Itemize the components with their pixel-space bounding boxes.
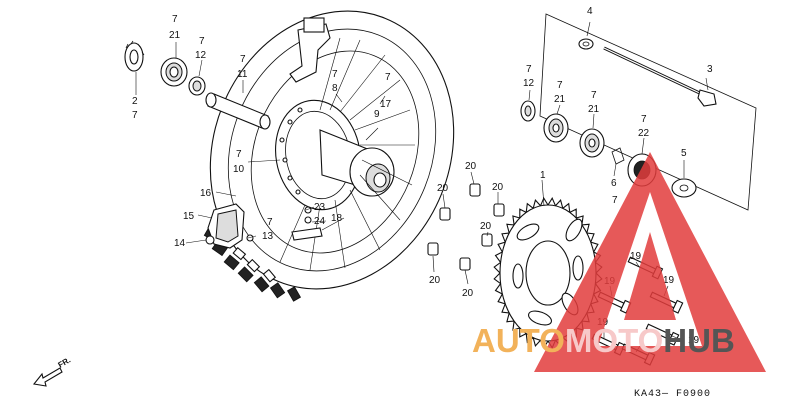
callout: 19 bbox=[630, 251, 642, 262]
callout: 24 bbox=[314, 216, 326, 227]
callout: 5 bbox=[681, 148, 687, 159]
arrow-icon bbox=[32, 367, 63, 387]
callout: 20 bbox=[429, 275, 441, 286]
callout: 17 bbox=[380, 99, 392, 110]
right-side-parts bbox=[520, 100, 697, 198]
watermark-text: AUTOMOTOHUB bbox=[472, 322, 735, 359]
side-collar bbox=[671, 178, 697, 198]
callout: 7 bbox=[526, 64, 532, 75]
callout: 13 bbox=[262, 231, 274, 242]
bearing-right-2 bbox=[579, 128, 605, 158]
callout: 7 bbox=[332, 69, 338, 80]
callout: 22 bbox=[638, 128, 650, 139]
watermark-triangle-icon bbox=[534, 152, 766, 372]
watermark-moto: MOTO bbox=[565, 322, 663, 359]
callout: 7 bbox=[236, 149, 242, 160]
hub-bolt-holes bbox=[279, 107, 303, 195]
leader-lines bbox=[135, 21, 709, 353]
callout: 7 bbox=[641, 114, 647, 125]
callout: 4 bbox=[587, 6, 593, 17]
callout: 7 bbox=[199, 36, 205, 47]
callout: 20 bbox=[465, 161, 477, 172]
callout: 1 bbox=[540, 170, 546, 181]
callout: 14 bbox=[174, 238, 186, 249]
callout: 12 bbox=[195, 50, 207, 61]
callout: 12 bbox=[523, 78, 535, 89]
callout: 9 bbox=[374, 109, 380, 120]
bearing-right-1 bbox=[543, 113, 569, 143]
callout: 2 bbox=[132, 96, 138, 107]
callout: 3 bbox=[707, 64, 713, 75]
callout: 20 bbox=[462, 288, 474, 299]
callout: 6 bbox=[611, 178, 617, 189]
oil-seal-left bbox=[188, 76, 206, 96]
left-side-parts bbox=[124, 40, 271, 130]
callout: 16 bbox=[200, 188, 212, 199]
oil-seal-right bbox=[520, 100, 536, 122]
callout: 19 bbox=[663, 275, 675, 286]
callout: 15 bbox=[183, 211, 195, 222]
callout: 7 bbox=[557, 80, 563, 91]
front-direction-arrow: FR. bbox=[32, 355, 73, 387]
watermark-auto: AUTO bbox=[472, 322, 565, 359]
callout: 7 bbox=[612, 195, 618, 206]
drawing-code: KA43— F0900 bbox=[634, 389, 711, 400]
sprocket-nuts bbox=[427, 183, 505, 271]
callout: 8 bbox=[332, 83, 338, 94]
callout: 7 bbox=[240, 54, 246, 65]
distance-collar bbox=[205, 92, 271, 130]
callout: 19 bbox=[688, 335, 700, 346]
axle-assembly-outline bbox=[539, 13, 757, 211]
callout: 20 bbox=[480, 221, 492, 232]
automotohub-watermark: AUTOMOTOHUB bbox=[472, 152, 766, 372]
rear-hub bbox=[274, 37, 415, 271]
callout: 10 bbox=[233, 164, 245, 175]
o-ring bbox=[611, 147, 625, 165]
callout: 20 bbox=[492, 182, 504, 193]
castle-nut bbox=[124, 40, 145, 72]
callout: 21 bbox=[588, 104, 600, 115]
callout: 11 bbox=[237, 69, 248, 80]
callout: 7 bbox=[132, 110, 138, 121]
bearing-left bbox=[160, 57, 188, 87]
callout: 23 bbox=[314, 202, 326, 213]
callout: 7 bbox=[385, 72, 391, 83]
axle bbox=[578, 38, 717, 107]
watermark-hub: HUB bbox=[663, 322, 735, 359]
callout: 21 bbox=[554, 94, 566, 105]
callout: 7 bbox=[267, 217, 273, 228]
callout: 7 bbox=[172, 14, 178, 25]
rim-lock bbox=[289, 17, 331, 83]
callout: 20 bbox=[437, 183, 449, 194]
callout: 7 bbox=[591, 90, 597, 101]
direction-label: FR. bbox=[57, 355, 73, 369]
callout: 18 bbox=[331, 213, 343, 224]
callout: 21 bbox=[169, 30, 181, 41]
brake-shoe-assembly bbox=[205, 203, 323, 249]
